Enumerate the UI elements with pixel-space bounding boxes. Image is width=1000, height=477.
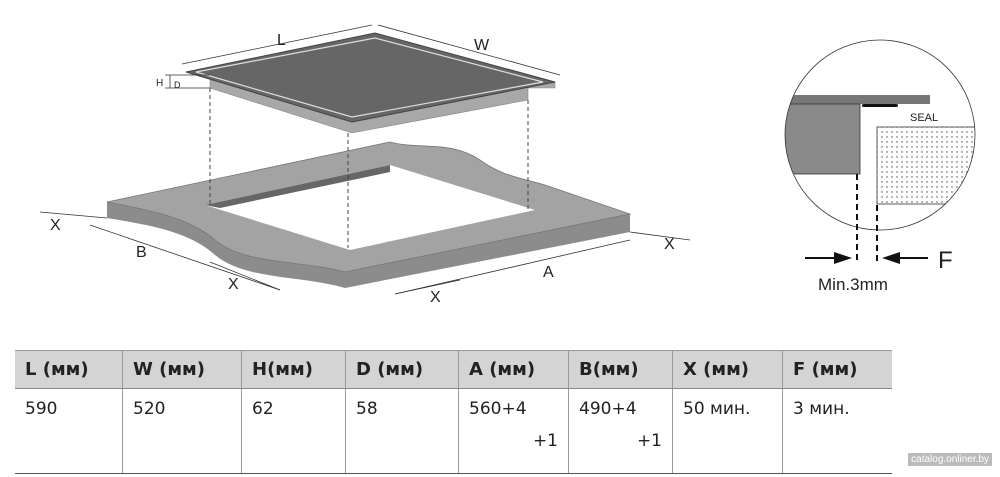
hob-top: [185, 32, 556, 123]
value-d: 58: [345, 388, 459, 474]
label-x: X: [664, 236, 675, 253]
header-f: F (мм): [782, 350, 892, 389]
label-d: D: [174, 80, 181, 90]
label-w: W: [474, 37, 490, 54]
header-l: L (мм): [15, 350, 123, 389]
value-f: 3 мин.: [782, 388, 892, 474]
projection-lines: [209, 88, 529, 248]
header-a: A (мм): [458, 350, 569, 389]
label-x: X: [228, 276, 239, 293]
installation-diagram: L W H D B A X X X X SEAL F Min.3mm: [39, 24, 976, 306]
cutout: [205, 165, 535, 250]
label-a: A: [543, 264, 554, 281]
value-x: 50 мин.: [672, 388, 783, 474]
label-h: H: [156, 78, 163, 89]
header-w: W (мм): [122, 350, 242, 389]
label-x: X: [50, 217, 61, 234]
header-d: D (мм): [345, 350, 459, 389]
dimensions-table: L (мм) W (мм) H(мм) D (мм) A (мм) B(мм) …: [15, 350, 892, 474]
tolerance-a: +1: [532, 431, 558, 451]
table-row: 590 520 62 58 560+4+1 490+4+1 50 мин. 3 …: [15, 388, 892, 474]
value-b: 490+4: [579, 399, 637, 419]
cell-b: 490+4 +1: [568, 388, 673, 474]
header-x: X (мм): [672, 350, 783, 389]
min-gap-label: Min.3mm: [818, 275, 888, 294]
seal-detail: [785, 95, 975, 205]
label-b: B: [136, 244, 147, 261]
header-h: H(мм): [241, 350, 346, 389]
value-h: 62: [241, 388, 346, 474]
watermark: catalog.onliner.by: [908, 453, 992, 466]
value-w: 520: [122, 388, 242, 474]
tolerance-b: +1: [636, 431, 662, 451]
label-l: L: [277, 32, 286, 49]
value-l: 590: [15, 388, 123, 474]
label-f: F: [938, 247, 953, 274]
header-b: B(мм): [568, 350, 673, 389]
seal-label: SEAL: [910, 112, 938, 124]
value-a: 560+4: [469, 399, 527, 419]
cell-a: 560+4+1: [458, 388, 569, 474]
dimension-lines: [39, 24, 691, 295]
label-x: X: [430, 289, 441, 306]
